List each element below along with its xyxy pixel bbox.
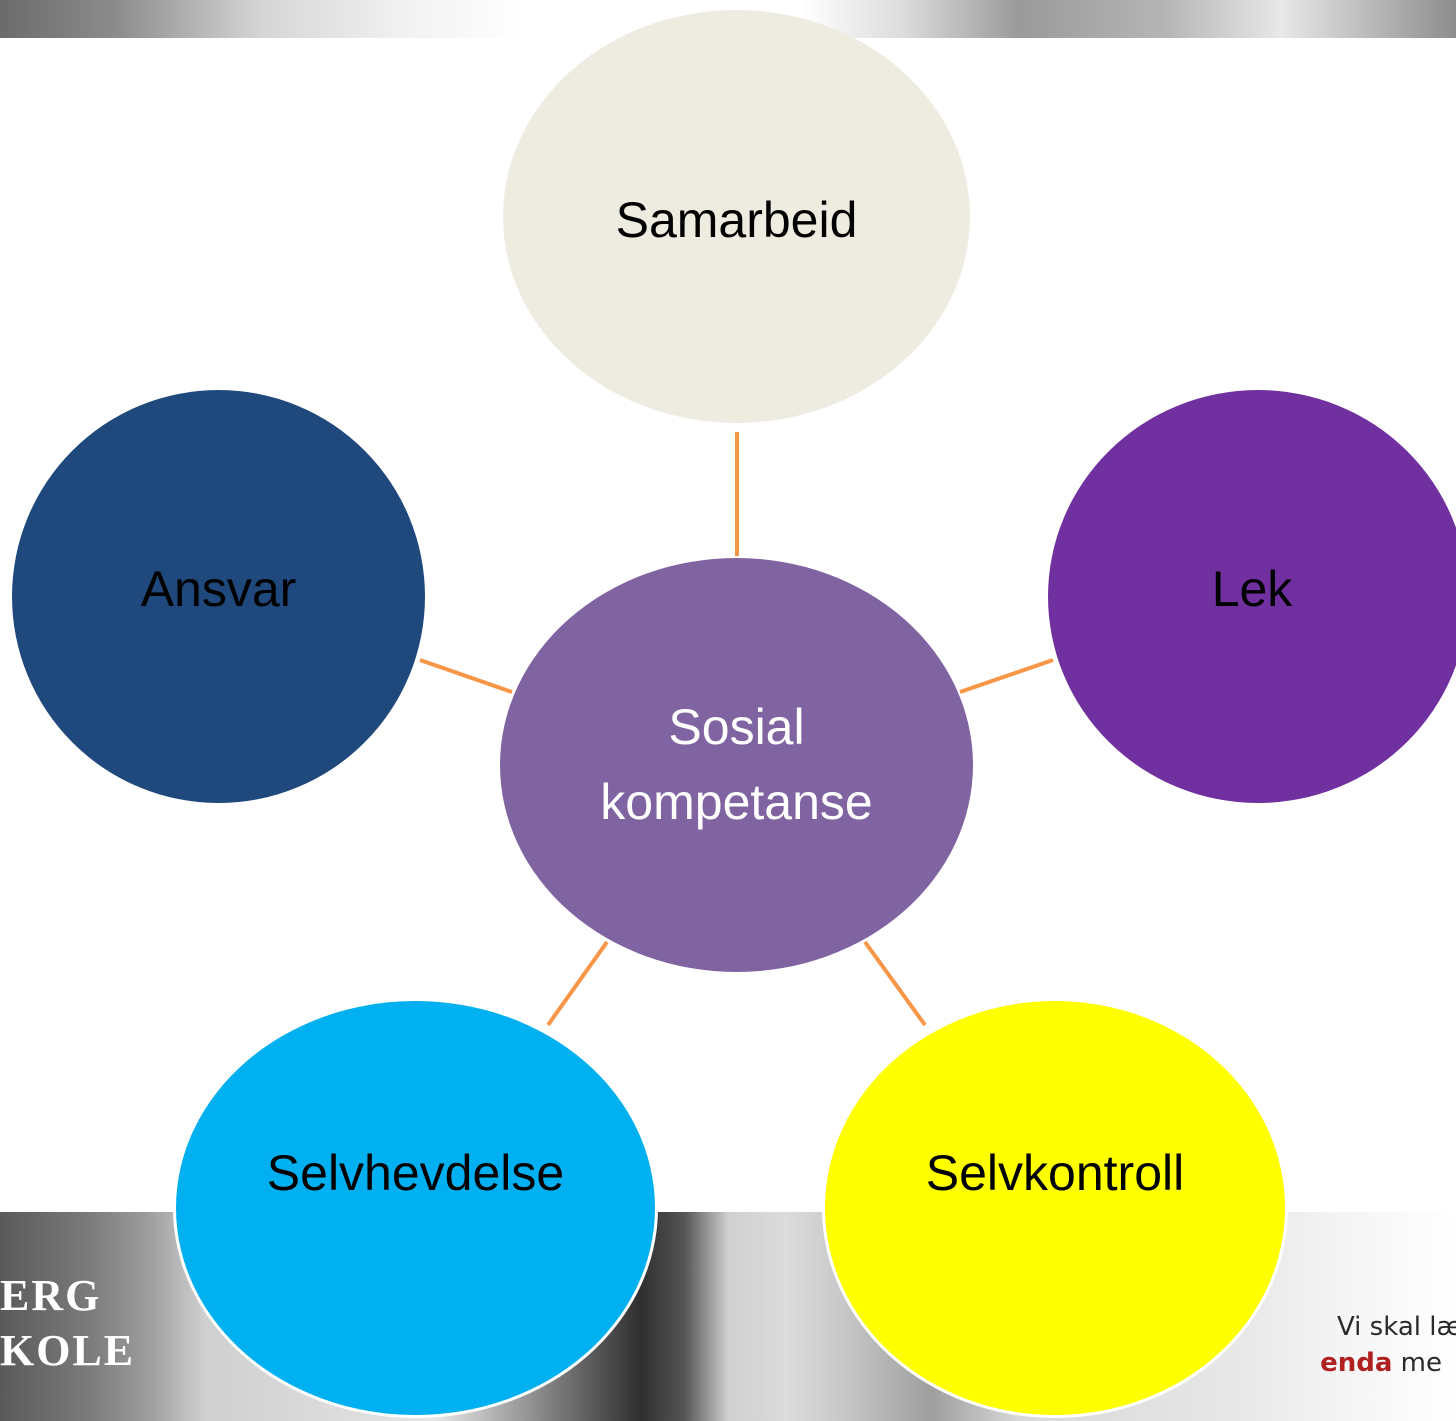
node-selvkontroll: Selvkontroll [822, 998, 1288, 1418]
node-samarbeid: Samarbeid [503, 10, 970, 423]
node-label-samarbeid: Samarbeid [615, 192, 858, 248]
slogan-rest: me [1392, 1348, 1442, 1378]
school-logo-line2: KOLE [0, 1326, 136, 1375]
slogan-line2: enda me [1320, 1348, 1442, 1378]
connector-left [419, 658, 513, 694]
node-label-selvhevdelse: Selvhevdelse [266, 1145, 565, 1201]
slogan-line1: Vi skal læ [1336, 1312, 1456, 1342]
connector-bottom-left [546, 940, 609, 1027]
node-label-ansvar: Ansvar [140, 561, 297, 617]
node-lek: Lek [1048, 390, 1456, 803]
connector-right [959, 658, 1054, 694]
node-selvhevdelse: Selvhevdelse [173, 998, 658, 1418]
node-label-selvkontroll: Selvkontroll [925, 1145, 1185, 1201]
node-label-lek: Lek [1211, 561, 1293, 617]
node-ansvar: Ansvar [12, 390, 425, 803]
slogan-accent: enda [1320, 1348, 1393, 1378]
school-logo-line1: ERG [0, 1271, 102, 1320]
node-sosial-kompetanse: Sosial kompetanse [500, 558, 973, 972]
node-label-sosial-kompetanse: Sosial kompetanse [600, 699, 873, 830]
connector-bottom-right [863, 940, 927, 1027]
